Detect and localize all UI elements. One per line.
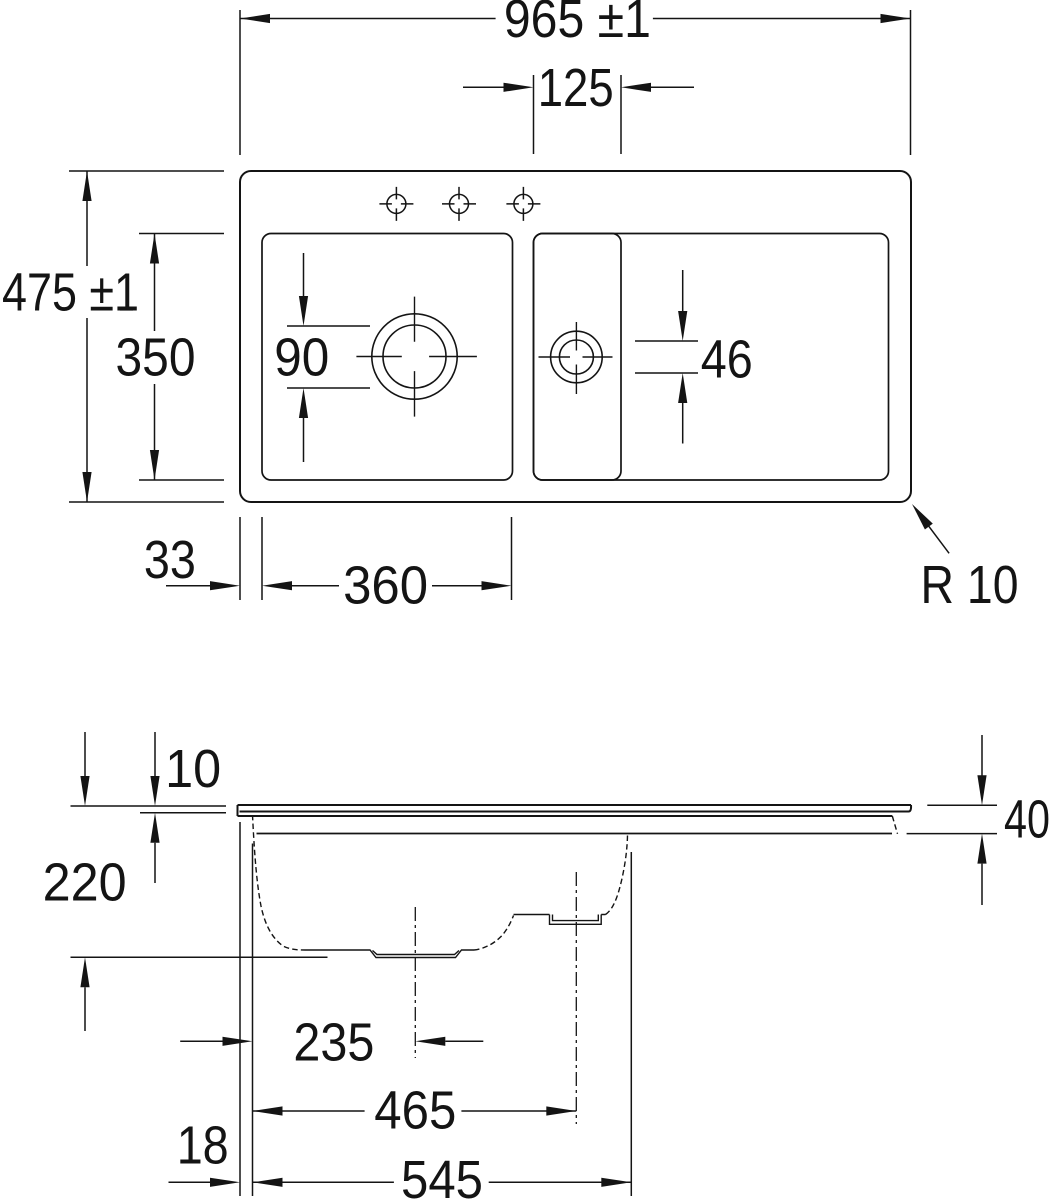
svg-text:475 ±1: 475 ±1: [2, 263, 139, 323]
svg-text:46: 46: [701, 329, 753, 389]
svg-text:40: 40: [1004, 789, 1050, 849]
svg-text:545: 545: [401, 1150, 483, 1200]
svg-text:10: 10: [165, 739, 221, 799]
svg-text:R 10: R 10: [921, 555, 1019, 615]
svg-text:465: 465: [374, 1080, 456, 1140]
svg-text:90: 90: [274, 327, 329, 387]
svg-text:220: 220: [43, 853, 127, 913]
svg-text:18: 18: [177, 1116, 229, 1176]
svg-text:235: 235: [293, 1012, 374, 1072]
svg-text:33: 33: [144, 530, 196, 590]
svg-text:360: 360: [343, 556, 428, 616]
svg-text:125: 125: [538, 58, 614, 118]
svg-text:965 ±1: 965 ±1: [504, 0, 651, 49]
svg-text:350: 350: [116, 327, 196, 387]
